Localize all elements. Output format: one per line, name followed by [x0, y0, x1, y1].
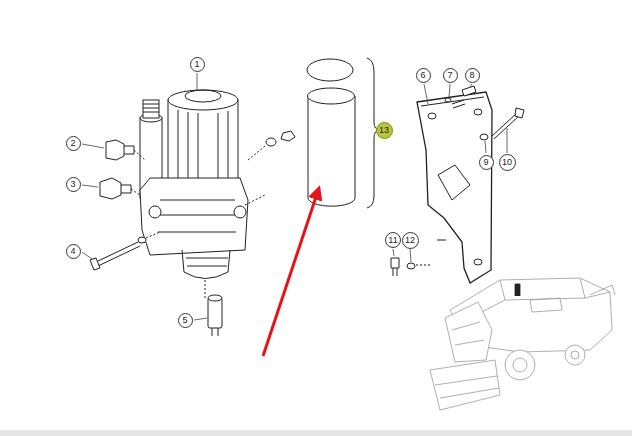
combine-harvester	[430, 278, 615, 410]
callout-text: 8	[469, 71, 474, 80]
callout-number: 5	[178, 313, 193, 328]
callout-number: 13	[376, 122, 393, 139]
leader-lines	[82, 73, 507, 320]
filter-tube	[307, 59, 355, 206]
callout-text: 1	[194, 60, 199, 69]
callout-number: 6	[416, 68, 431, 83]
bottom-bar	[0, 430, 632, 436]
fittings	[100, 140, 145, 199]
callout-number: 1	[190, 57, 205, 72]
highlight-arrow	[263, 188, 319, 356]
callout-number: 8	[465, 68, 480, 83]
callout-text: 5	[182, 316, 187, 325]
callout-text: 3	[70, 180, 75, 189]
callout-text: 2	[70, 139, 75, 148]
callout-text: 9	[483, 158, 488, 167]
callout-number: 7	[443, 68, 458, 83]
mounting-bracket	[417, 92, 492, 283]
callout-number: 10	[499, 154, 516, 171]
bolt	[90, 232, 160, 270]
callout-number: 4	[66, 244, 81, 259]
callout-text: 7	[447, 71, 452, 80]
callout-number: 11	[385, 232, 401, 248]
callout-number: 3	[66, 177, 81, 192]
callout-text: 12	[405, 236, 415, 245]
callout-text: 13	[379, 126, 389, 135]
fuel-filter-assembly	[140, 90, 248, 336]
callout-number: 9	[479, 155, 494, 170]
callout-number: 2	[66, 136, 81, 151]
callout-text: 11	[388, 236, 397, 245]
callout-text: 4	[70, 247, 75, 256]
callout-text: 6	[420, 71, 425, 80]
hardware	[391, 86, 524, 276]
washers	[245, 131, 295, 205]
callout-number: 12	[402, 232, 419, 249]
callout-text: 10	[502, 158, 512, 167]
